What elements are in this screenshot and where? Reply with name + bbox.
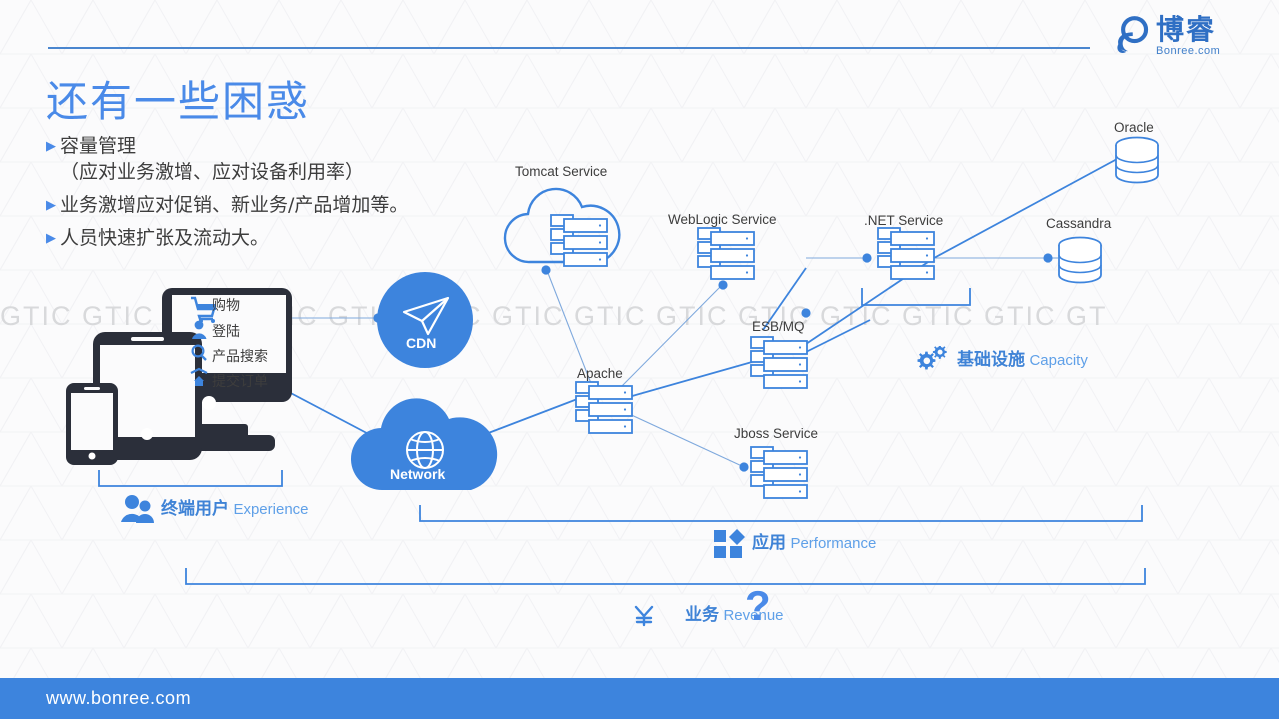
category-performance: 应用 Performance	[713, 528, 876, 558]
esb-mq-node	[750, 336, 808, 389]
connector-dot	[541, 265, 551, 275]
node-label-oracle: Oracle	[1114, 120, 1154, 135]
revenue-bracket	[185, 568, 1146, 585]
users-icon	[121, 495, 154, 523]
bullet-list: ▶ 容量管理 （应对业务激增、应对设备利用率） ▶ 业务激增应对促销、新业务/产…	[46, 133, 476, 258]
node-label-dotnet: .NET Service	[864, 213, 944, 228]
bullet-text: 人员快速扩张及流动大。	[60, 227, 270, 249]
bullet-subtext: （应对业务激增、应对设备利用率）	[60, 161, 365, 183]
footer-bar: www.bonree.com	[0, 678, 1279, 719]
category-cn-label: 应用	[752, 532, 786, 553]
network-label: Network	[390, 466, 446, 482]
jboss-service-node	[750, 446, 808, 499]
experience-bracket	[98, 470, 283, 487]
server-stack-icon	[550, 214, 608, 267]
node-label-weblogic: WebLogic Service	[668, 212, 777, 227]
device-action-label-login: 登陆	[212, 324, 240, 340]
category-experience: 终端用户 Experience	[120, 494, 309, 524]
bullet-marker-icon: ▶	[46, 230, 56, 245]
node-label-jboss: Jboss Service	[734, 426, 819, 441]
bonree-logo: 博睿 Bonree.com	[1108, 14, 1220, 58]
bullet-marker-icon: ▶	[46, 197, 56, 212]
connector-dot	[862, 253, 872, 263]
oracle-node	[1115, 136, 1159, 184]
bullet-text: 业务激增应对促销、新业务/产品增加等。	[60, 194, 409, 216]
device-action-label-search: 产品搜索	[212, 349, 268, 365]
category-capacity: 基础设施 Capacity	[916, 346, 1088, 374]
list-item: ▶ 业务激增应对促销、新业务/产品增加等。	[46, 192, 476, 218]
category-en-label: Capacity	[1029, 351, 1088, 369]
dotnet-service-node	[877, 227, 935, 280]
connector-dot	[1043, 253, 1053, 263]
bullet-text: 容量管理	[60, 135, 137, 157]
tomcat-service-node[interactable]	[503, 187, 621, 267]
connector-dot	[801, 308, 811, 318]
cdn-badge[interactable]	[377, 272, 473, 368]
category-cn-label: 基础设施	[957, 349, 1025, 370]
category-en-label: Performance	[790, 534, 877, 552]
performance-bracket	[419, 505, 1143, 522]
apache-node	[575, 381, 633, 434]
category-en-label: Experience	[233, 500, 309, 518]
logo-en-text: Bonree.com	[1156, 44, 1221, 57]
list-item: ▶ 人员快速扩张及流动大。	[46, 225, 476, 251]
footer-url: www.bonree.com	[46, 688, 192, 708]
cassandra-node	[1058, 236, 1102, 284]
node-label-apache: Apache	[577, 366, 623, 381]
bonree-logo-icon	[1117, 16, 1149, 53]
bullet-marker-icon: ▶	[46, 138, 56, 153]
category-cn-label: 终端用户	[161, 498, 229, 519]
list-item: ▶ 容量管理 （应对业务激增、应对设备利用率）	[46, 133, 476, 185]
squares-icon	[714, 529, 745, 558]
weblogic-service-node	[697, 227, 755, 280]
gears-icon	[917, 346, 947, 370]
cdn-label: CDN	[406, 335, 437, 351]
device-action-label-submit: 提交订单	[212, 374, 268, 390]
node-label-esb-mq: ESB/MQ	[752, 319, 805, 334]
question-mark: ?	[745, 582, 771, 629]
connector-dot	[718, 280, 728, 290]
connector-dot	[739, 462, 749, 472]
device-action-label-shopping: 购物	[212, 298, 240, 314]
yen-icon	[634, 605, 654, 627]
category-cn-label: 业务	[685, 604, 719, 625]
node-label-cassandra: Cassandra	[1046, 216, 1112, 231]
logo-cn-text: 博睿	[1156, 12, 1217, 46]
node-label-tomcat: Tomcat Service	[515, 164, 608, 179]
page-title: 还有一些困惑	[46, 77, 311, 126]
